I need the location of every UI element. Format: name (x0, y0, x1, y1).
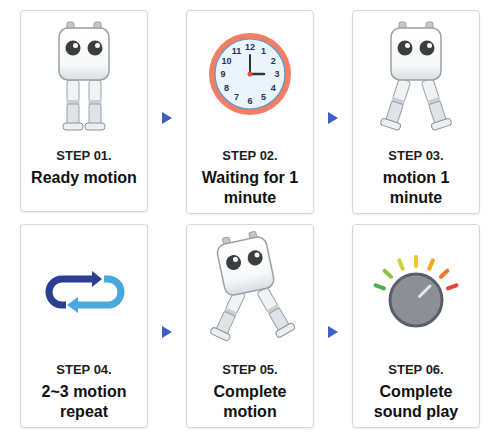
step-text-group: STEP 06. Complete sound play (353, 362, 479, 422)
step-number: STEP 02. (222, 148, 277, 164)
clock-number: 11 (232, 46, 242, 55)
step-number: STEP 01. (56, 148, 111, 164)
clock-number: 12 (245, 43, 255, 52)
clock-number: 7 (234, 93, 239, 102)
robot-motion (380, 22, 452, 131)
step-description: Complete sound play (360, 382, 472, 422)
step-text-group: STEP 05. Complete motion (187, 362, 313, 422)
step-card: STEP 02. Waiting for 1 minute (186, 10, 314, 214)
step-card: STEP 01. Ready motion (20, 10, 148, 212)
step-description: motion 1 minute (360, 168, 472, 208)
step-description: 2~3 motion repeat (28, 382, 140, 422)
clock-number: 2 (271, 56, 276, 65)
step-text-group: STEP 03. motion 1 minute (353, 148, 479, 208)
clock-number: 10 (222, 56, 232, 65)
clock-number: 9 (220, 70, 225, 79)
step-card: STEP 06. Complete sound play (352, 224, 480, 428)
step-card: STEP 05. Complete motion (186, 224, 314, 428)
volume-knob (376, 257, 457, 326)
clock-number: 3 (274, 70, 279, 79)
clock-number: 4 (271, 83, 276, 92)
step-text-group: STEP 04. 2~3 motion repeat (21, 362, 147, 422)
step-description: Waiting for 1 minute (194, 168, 306, 208)
repeat-icon (49, 271, 121, 313)
clock-number: 5 (261, 93, 266, 102)
step-card: STEP 03. motion 1 minute (352, 10, 480, 214)
step-text-group: STEP 01. Ready motion (21, 148, 147, 188)
step-number: STEP 06. (388, 362, 443, 378)
clock-icon (209, 33, 291, 115)
step-card: STEP 04. 2~3 motion repeat (20, 224, 148, 428)
step-number: STEP 05. (222, 362, 277, 378)
step-description: Complete motion (194, 382, 306, 422)
robot-complete (210, 230, 296, 342)
clock-number: 8 (224, 83, 229, 92)
step-arrow (314, 331, 352, 333)
step-arrow (148, 331, 186, 333)
step-arrow (148, 117, 186, 119)
robot-ready (59, 22, 109, 130)
step-number: STEP 03. (388, 148, 443, 164)
step-text-group: STEP 02. Waiting for 1 minute (187, 148, 313, 208)
step-arrow (314, 117, 352, 119)
step-description: Ready motion (31, 168, 137, 188)
step-number: STEP 04. (56, 362, 111, 378)
clock-number: 6 (247, 97, 252, 106)
clock-number: 1 (261, 46, 266, 55)
